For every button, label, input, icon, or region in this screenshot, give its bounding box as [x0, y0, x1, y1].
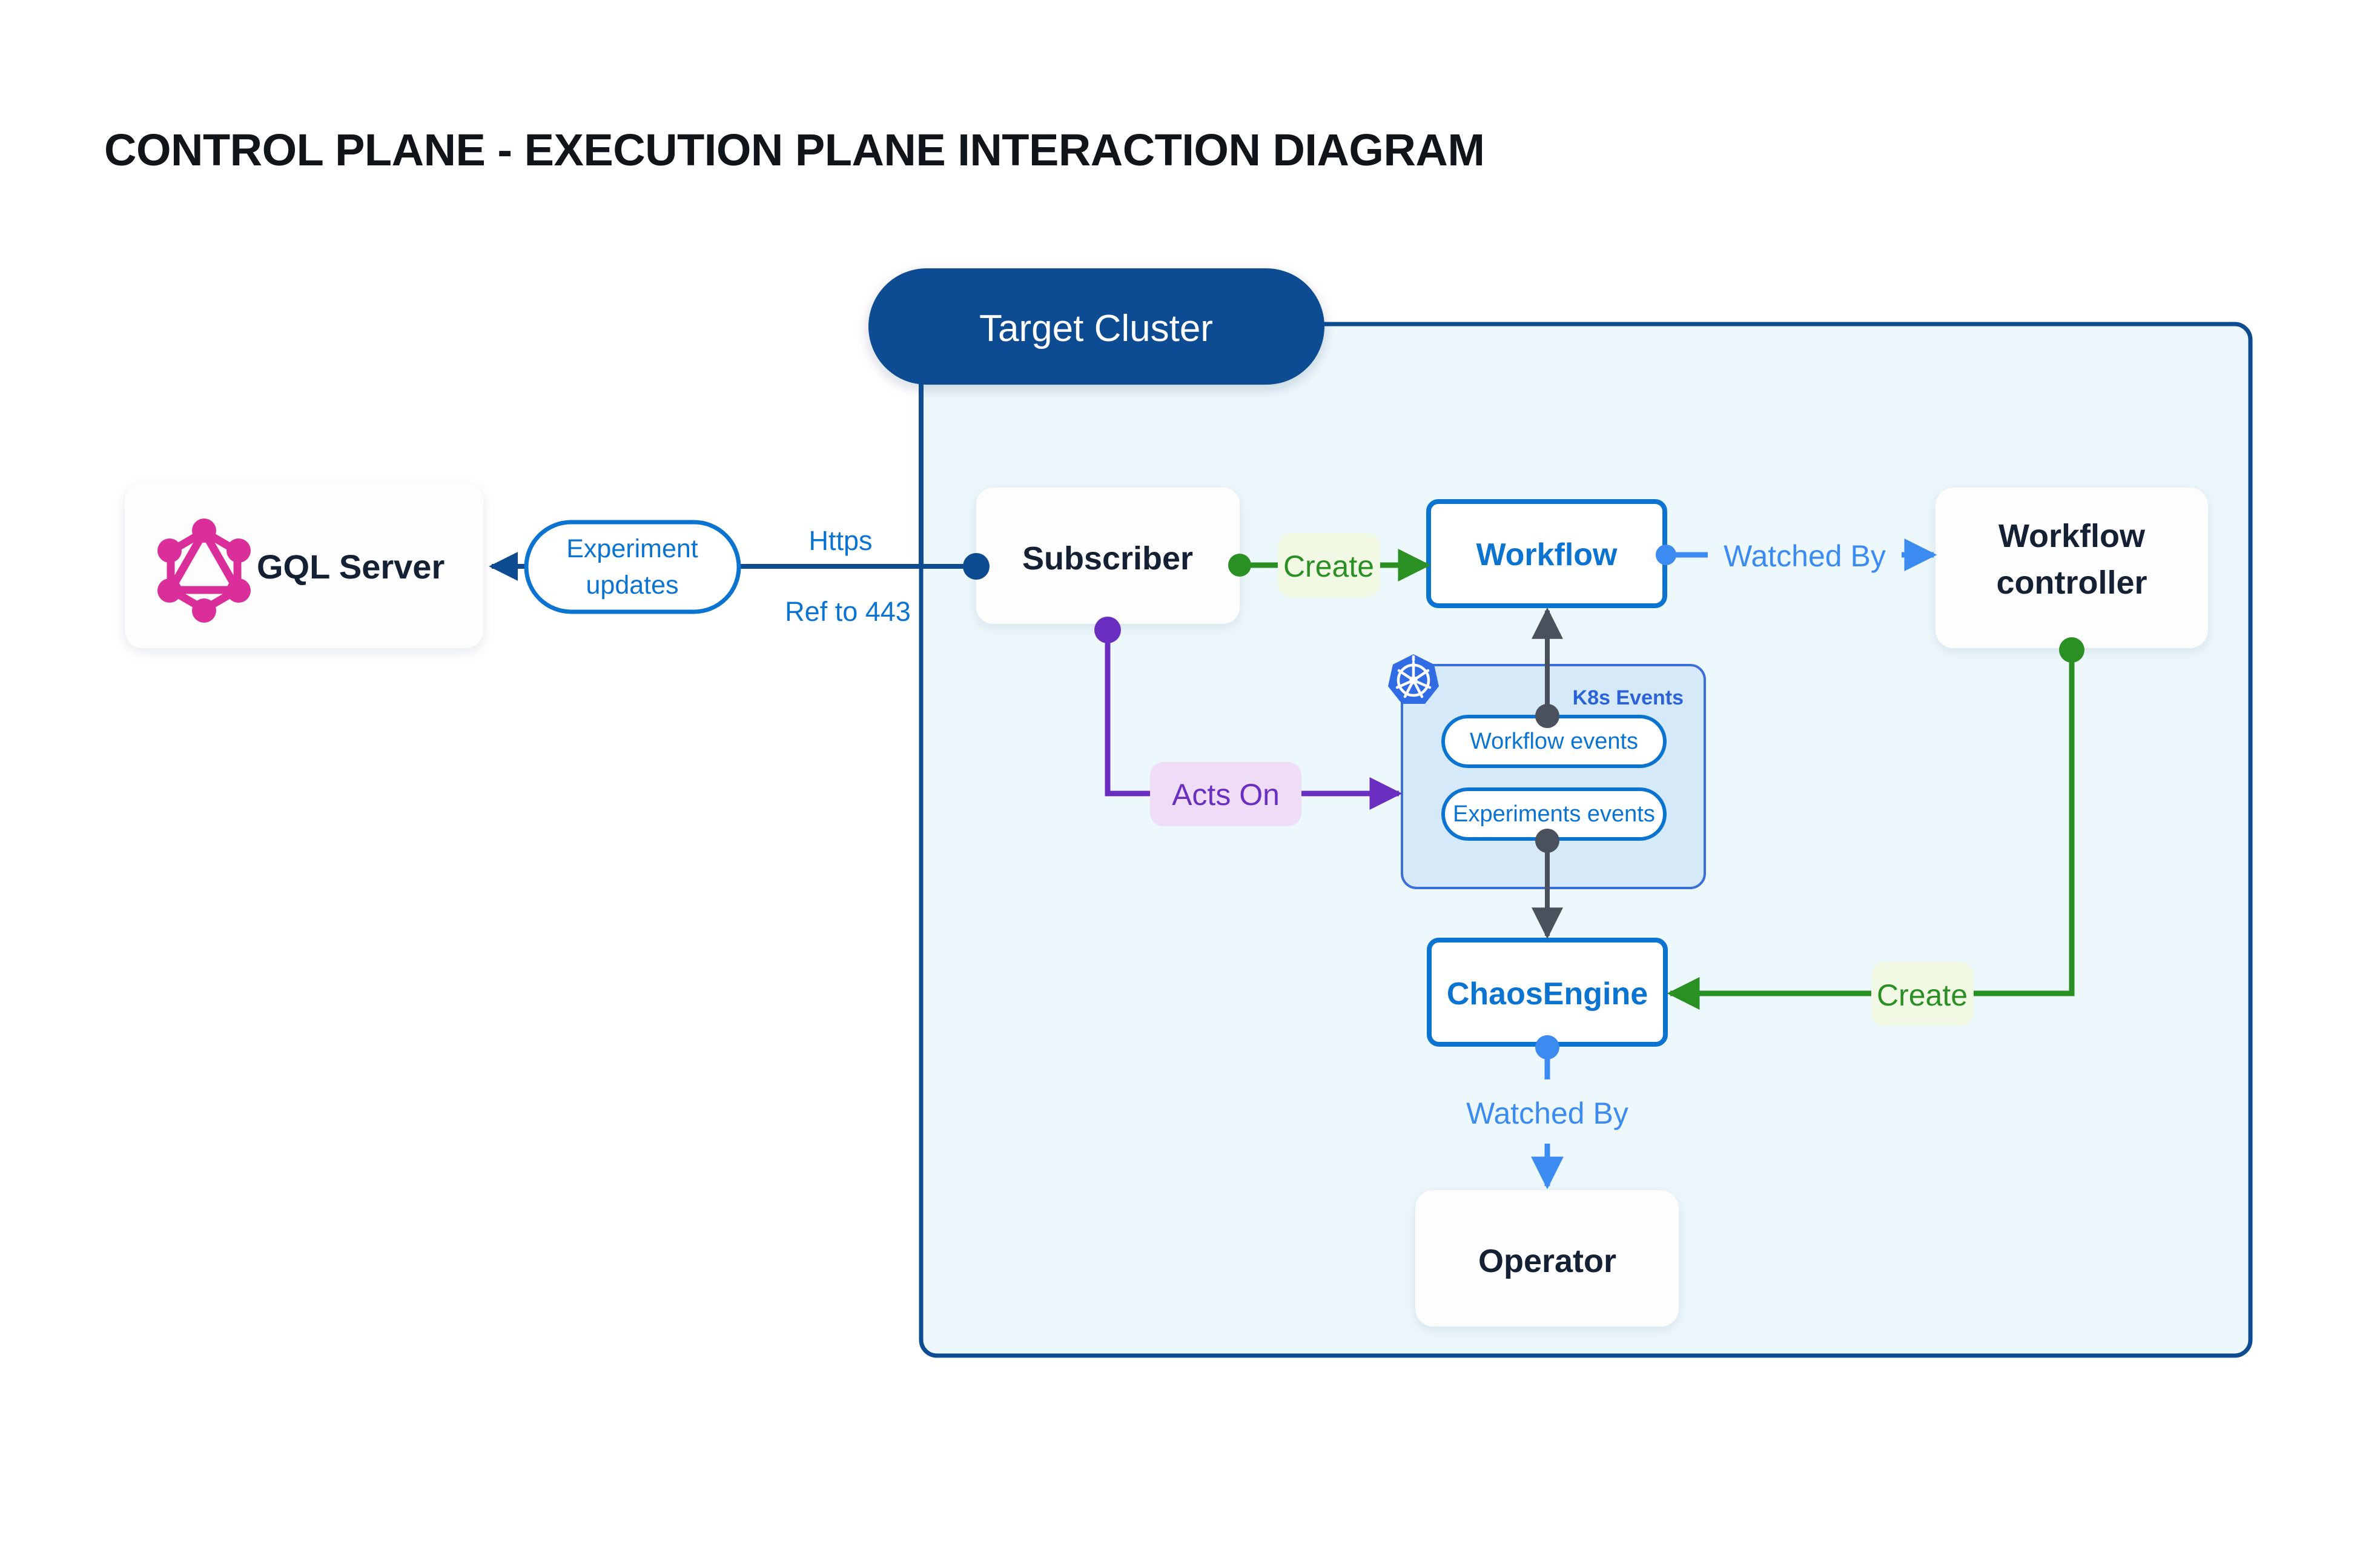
edge-k8s-events-to-workflow [1532, 607, 1563, 728]
workflow-controller-card [1935, 488, 2208, 648]
watched-by-label-operator: Watched By [1466, 1096, 1628, 1130]
k8s-event-item-experiments-events[interactable]: Experiments events [1441, 787, 1667, 841]
edge-subscriber-to-workflow: Create [1228, 533, 1431, 597]
operator-node[interactable]: Operator [1415, 1190, 1679, 1327]
workflow-controller-node[interactable]: Workflow controller [1935, 488, 2208, 648]
acts-on-line [1105, 630, 1403, 810]
acts-on-label: Acts On [1172, 778, 1280, 812]
k8s-events-title: K8s Events [1573, 686, 1684, 709]
https-label: Https [808, 525, 872, 556]
page-title: CONTROL PLANE - EXECUTION PLANE INTERACT… [104, 125, 1485, 175]
create-line-controller-chaosengine [1667, 650, 2075, 1010]
graphql-icon [157, 519, 251, 623]
edge-k8s-events-to-chaosengine [1532, 829, 1563, 939]
target-cluster-label: Target Cluster [979, 308, 1213, 350]
operator-label: Operator [1478, 1243, 1616, 1279]
create-label-bg-1 [1278, 533, 1380, 597]
edge-subscriber-to-k8s-events: Acts On [1094, 617, 1403, 826]
workflow-node[interactable]: Workflow [1426, 499, 1667, 608]
k8s-events-panel[interactable]: K8s Events Workflow events Experiments e… [1388, 654, 1706, 889]
edge-controller-to-chaosengine: Create [1667, 637, 2084, 1026]
target-cluster-pill [868, 268, 1324, 385]
ref-to-443-label: Ref to 443 [785, 596, 911, 627]
chaosengine-node[interactable]: ChaosEngine [1427, 938, 1668, 1047]
experiments-events-label: Experiments events [1453, 801, 1655, 827]
create-label-controller-chaosengine: Create [1877, 978, 1968, 1012]
workflow-controller-label-line2: controller [1996, 565, 2147, 601]
operator-card [1415, 1190, 1679, 1327]
subscriber-card [976, 488, 1240, 624]
gql-server-label: GQL Server [257, 548, 445, 586]
create-label-subscriber-workflow: Create [1283, 549, 1374, 583]
kubernetes-icon [1388, 654, 1439, 704]
chaosengine-label: ChaosEngine [1447, 976, 1648, 1012]
subscriber-left-connector-dot [963, 553, 990, 580]
edge-workflow-to-controller: Watched By [1656, 522, 1937, 586]
experiment-updates-label-line2: updates [586, 571, 678, 600]
subscriber-node[interactable]: Subscriber [976, 488, 1240, 624]
watched-by-label-bg-2 [1450, 1079, 1644, 1144]
workflow-label: Workflow [1476, 537, 1618, 572]
edge-chaosengine-to-operator: Watched By [1450, 1035, 1644, 1190]
workflow-events-label: Workflow events [1470, 729, 1638, 754]
k8s-event-item-workflow-events[interactable]: Workflow events [1441, 715, 1667, 768]
subscriber-label: Subscriber [1022, 540, 1193, 577]
gql-server-node[interactable]: GQL Server [125, 483, 483, 648]
acts-on-label-bg [1150, 762, 1301, 826]
create-label-bg-2 [1871, 962, 1974, 1026]
experiment-updates-label-line1: Experiment [566, 534, 698, 563]
workflow-controller-label-line1: Workflow [1998, 518, 2146, 554]
experiment-updates-pill [524, 520, 741, 614]
watched-by-label-workflow-controller: Watched By [1724, 539, 1886, 573]
edge-label-experiment-updates: Experiment updates [524, 520, 741, 614]
target-cluster-header[interactable]: Target Cluster [868, 268, 1324, 385]
watched-by-label-bg-1 [1708, 522, 1902, 586]
